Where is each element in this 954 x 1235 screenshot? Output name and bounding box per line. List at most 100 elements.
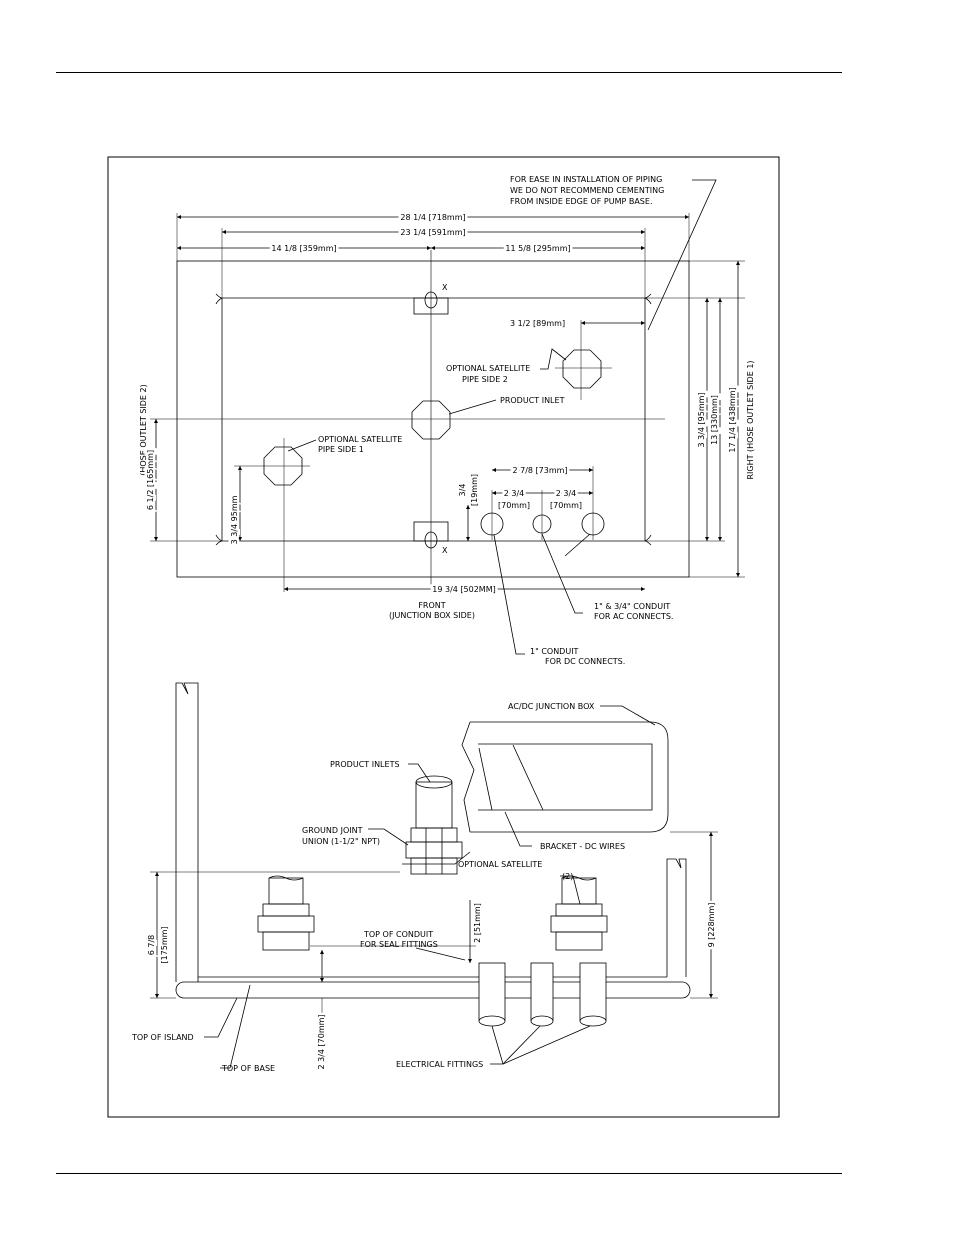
dc-conduit-line2: FOR DC CONNECTS. xyxy=(545,657,625,666)
electrical-fittings-text: ELECTRICAL FITTINGS xyxy=(396,1060,483,1069)
bracket-top xyxy=(413,297,449,315)
junction-box-break xyxy=(461,721,475,833)
leader-dc xyxy=(493,534,525,655)
leader-ac-2 xyxy=(564,533,591,557)
dim-left-height-text: 6 1/2 [165mm] xyxy=(146,450,155,510)
side-view-labels: AC/DC JUNCTION BOX PRODUCT INLETS GROUND… xyxy=(131,702,719,1073)
dim-right-text: 11 5/8 [295mm] xyxy=(505,244,570,253)
elec-fitting-1 xyxy=(478,962,506,1022)
satellite-pipe-side2 xyxy=(562,349,602,389)
dim-conduit-offset-a: 3/4 xyxy=(458,484,467,497)
dim-overall-text: 28 1/4 [718mm] xyxy=(400,213,465,222)
leader-elec-1 xyxy=(490,1025,504,1065)
dim-pitch2-b: [70mm] xyxy=(550,501,582,510)
ac-conduit-line2: FOR AC CONNECTS. xyxy=(594,612,673,621)
inlet-pipe-top xyxy=(415,775,453,789)
leader-ground-joint xyxy=(368,828,409,846)
leader-ac xyxy=(541,533,583,614)
top-view-labels: FOR EASE IN INSTALLATION OF PIPING WE DO… xyxy=(139,175,755,666)
sat-right-union-3 xyxy=(555,931,603,951)
ground-joint-line1: GROUND JOINT xyxy=(302,826,363,835)
dim-pitch1-a: 2 3/4 xyxy=(504,489,525,498)
union-upper xyxy=(410,827,458,843)
dim-island-a: 6 7/8 xyxy=(147,935,156,956)
leader-product-inlets xyxy=(408,763,431,783)
dim-right-b-text: 13 [330mm] xyxy=(710,395,719,445)
sat-left-union-2 xyxy=(257,915,315,933)
dim-conduit-span-text: 2 7/8 [73mm] xyxy=(512,466,567,475)
island-wall-left xyxy=(175,682,199,982)
dim-right-c-text: 17 1/4 [438mm] xyxy=(728,387,737,452)
dim-sat1-height-text: 3 3/4 95mm xyxy=(230,495,239,544)
bracket-line-2 xyxy=(512,744,544,811)
dim-base-depth-text: 2 3/4 [70mm] xyxy=(317,1014,326,1069)
dim-island-b: [175mm] xyxy=(160,926,169,963)
mark-x-top: X xyxy=(442,283,448,292)
leader-elec-2 xyxy=(502,1025,541,1065)
drawing-frame xyxy=(107,156,780,1118)
leader-count xyxy=(560,875,581,905)
slot-bottom-left xyxy=(215,534,223,546)
sat-right-union-1 xyxy=(555,903,603,917)
dim-bottom-text: 19 3/4 [502MM] xyxy=(432,585,495,594)
note-line1: FOR EASE IN INSTALLATION OF PIPING xyxy=(510,175,662,184)
footer-rule xyxy=(56,1173,842,1174)
junction-box xyxy=(470,721,669,833)
pump-base-bar xyxy=(175,981,691,999)
slot-top-left xyxy=(215,293,223,305)
satellite-pipe-side1 xyxy=(263,446,303,486)
side1-label: RIGHT (HOSE OUTLET SIDE 1) xyxy=(746,360,755,479)
bolt-hole-bottom xyxy=(424,531,438,549)
dim-box-height-text: 9 [228mm] xyxy=(707,903,716,948)
leader-note xyxy=(647,179,717,331)
leader-junction-box xyxy=(600,705,656,726)
side-view xyxy=(150,682,718,1070)
bracket-bottom xyxy=(413,521,449,542)
bracket-line-1 xyxy=(478,747,493,811)
elec-fitting-3 xyxy=(579,962,607,1022)
side2-label: (HOSE OUTLET SIDE 2) xyxy=(139,384,148,476)
dim-sat-offset-text: 3 1/2 [89mm] xyxy=(510,319,565,328)
inlet-pipe xyxy=(415,781,453,829)
top-island-text: TOP OF ISLAND xyxy=(131,1033,194,1042)
junction-box-text: AC/DC JUNCTION BOX xyxy=(508,702,595,711)
ground-joint-line2: UNION (1-1/2" NPT) xyxy=(302,837,380,846)
note-line2: WE DO NOT RECOMMEND CEMENTING xyxy=(510,186,664,195)
elec-fitting-2-end xyxy=(530,1015,554,1027)
leader-optional-satellite xyxy=(402,851,471,865)
dim-left-text: 14 1/8 [359mm] xyxy=(271,244,336,253)
leader-top-base xyxy=(220,984,251,1069)
dim-span-text: 23 1/4 [591mm] xyxy=(400,228,465,237)
elec-fitting-1-end xyxy=(478,1015,506,1027)
sat-left-union-1 xyxy=(262,903,310,917)
note-line3: FROM INSIDE EDGE OF PUMP BASE. xyxy=(510,197,652,206)
mark-x-bottom: X xyxy=(442,546,448,555)
optional-satellite-text: OPTIONAL SATELLITE xyxy=(458,860,542,869)
satellite1-line2: PIPE SIDE 1 xyxy=(318,445,364,454)
leader-elec-3 xyxy=(502,1025,591,1065)
product-inlet-text: PRODUCT INLET xyxy=(500,396,565,405)
dc-conduit-line1: 1" CONDUIT xyxy=(530,647,579,656)
front-line2: (JUNCTION BOX SIDE) xyxy=(389,611,475,620)
island-wall-right xyxy=(666,858,687,977)
front-line1: FRONT xyxy=(418,601,445,610)
bolt-hole-top xyxy=(424,291,438,309)
top-conduit-line1: TOP OF CONDUIT xyxy=(363,930,433,939)
elec-fitting-2 xyxy=(530,962,554,1022)
leader-product-inlet xyxy=(448,399,497,415)
union-lower xyxy=(410,857,458,875)
sat-right-union-2 xyxy=(550,915,608,933)
sat-left-break xyxy=(268,875,304,881)
ac-conduit-line1: 1" & 3/4" CONDUIT xyxy=(594,602,670,611)
dim-right-a-text: 3 3/4 [95mm] xyxy=(697,392,706,447)
sat-left-union-3 xyxy=(262,931,310,951)
dim-pitch1-b: [70mm] xyxy=(498,501,530,510)
junction-box-inner xyxy=(478,743,653,811)
top-conduit-line2: FOR SEAL FITTINGS xyxy=(360,940,438,949)
union-middle xyxy=(405,841,463,859)
top-view xyxy=(150,179,745,655)
leader-satellite2 xyxy=(540,348,567,370)
satellite2-line1: OPTIONAL SATELLITE xyxy=(446,364,530,373)
count-text: (2) xyxy=(562,872,573,881)
